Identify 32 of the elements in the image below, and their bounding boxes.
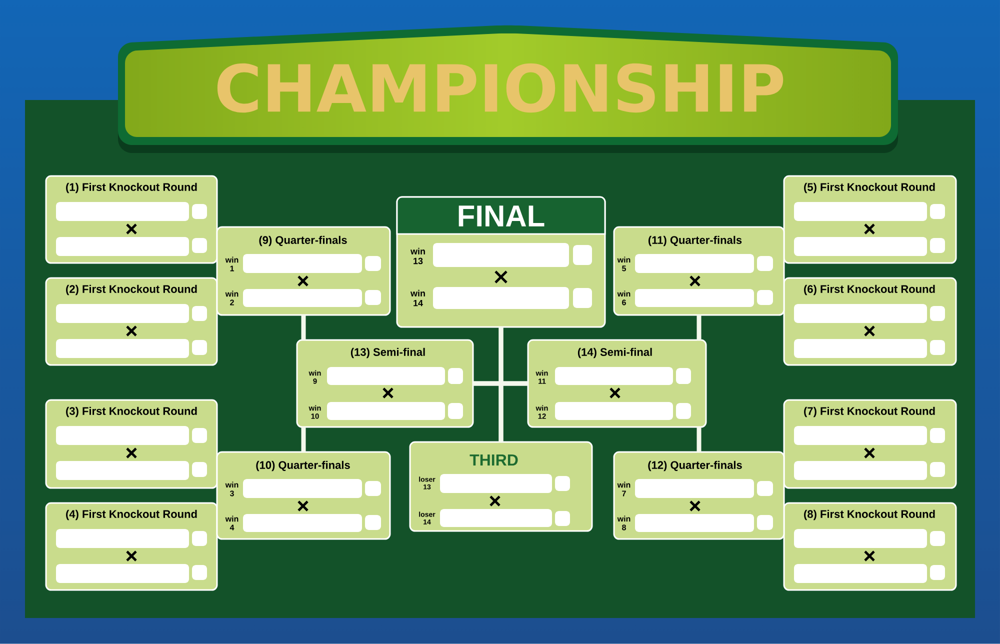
connector-line bbox=[696, 315, 702, 340]
seed-label: win 5 bbox=[617, 256, 630, 272]
round-heading: (11) Quarter-finals bbox=[648, 236, 742, 246]
round-heading: THIRD bbox=[470, 454, 518, 466]
round-heading: (1) First Knockout Round bbox=[66, 182, 197, 194]
round-heading: (12) Quarter-finals bbox=[648, 460, 742, 472]
connector-line bbox=[498, 381, 528, 442]
round-heading: (9) Quarter-finals bbox=[259, 236, 347, 246]
seed-label: win 7 bbox=[617, 482, 630, 496]
seed-label: win 6 bbox=[617, 290, 630, 306]
connector-line bbox=[301, 315, 306, 340]
round-heading: (5) First Knockout Round bbox=[804, 182, 935, 194]
seed-label: win 3 bbox=[225, 482, 238, 496]
title-banner: CHAMPIONSHIP bbox=[118, 25, 898, 153]
round-heading: (2) First Knockout Round bbox=[66, 284, 197, 296]
round-heading: (13) Semi-final bbox=[350, 348, 425, 358]
seed-label: win 14 bbox=[410, 290, 425, 306]
round-heading: (10) Quarter-finals bbox=[256, 460, 350, 472]
round-heading: (3) First Knockout Round bbox=[66, 406, 197, 418]
seed-label: win 13 bbox=[410, 248, 425, 264]
header-band: FINAL bbox=[396, 196, 606, 235]
connector-line bbox=[301, 427, 306, 452]
seed-label: win 1 bbox=[225, 256, 238, 272]
round-heading: (6) First Knockout Round bbox=[804, 284, 935, 296]
seed-label: win 4 bbox=[225, 516, 238, 530]
round-heading: (14) Semi-final bbox=[578, 348, 652, 358]
connector-line bbox=[696, 427, 702, 452]
round-heading: (7) First Knockout Round bbox=[804, 406, 935, 418]
seed-label: win 8 bbox=[617, 516, 630, 530]
round-heading: (8) First Knockout Round bbox=[804, 510, 935, 520]
round-heading: (4) First Knockout Round bbox=[66, 510, 197, 520]
seed-label: win 2 bbox=[225, 290, 238, 306]
